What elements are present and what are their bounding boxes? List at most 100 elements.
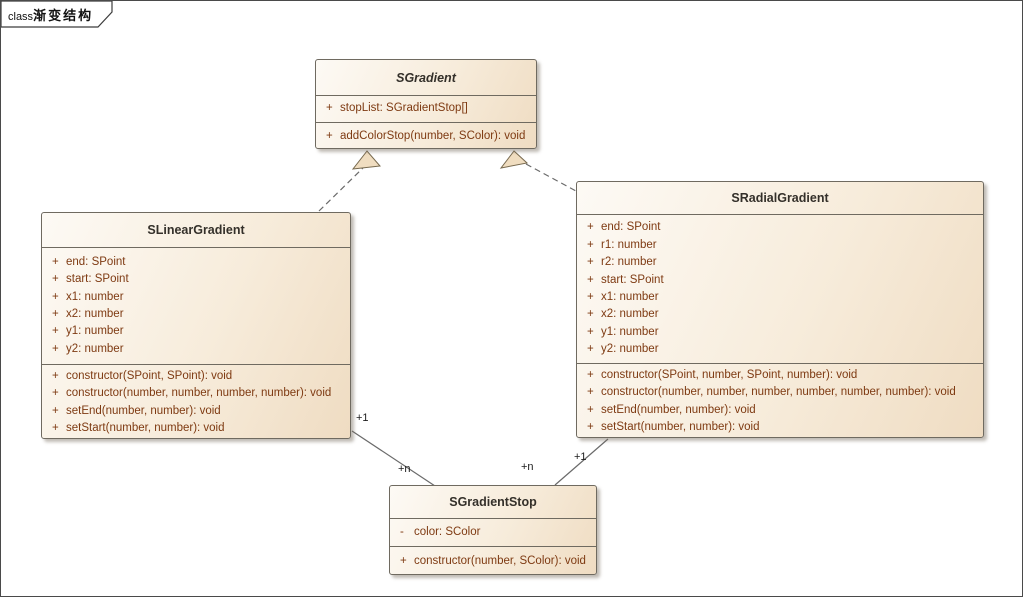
association-line-radial-stop[interactable] — [554, 438, 609, 486]
member-text: addColorStop(number, SColor): void — [340, 129, 526, 142]
member-text: x2: number — [601, 308, 659, 321]
attributes-compartment: +end: SPoint+r1: number+r2: number+start… — [577, 214, 983, 363]
class-member[interactable]: + start: SPoint — [42, 271, 350, 288]
class-box-sradialgradient[interactable]: SRadialGradient +end: SPoint+r1: number+… — [576, 181, 984, 438]
member-text: constructor(number, SColor): void — [414, 554, 586, 567]
class-member[interactable]: + x1: number — [42, 289, 350, 306]
class-title: SGradient — [396, 70, 456, 85]
class-member[interactable]: +end: SPoint — [42, 254, 350, 271]
visibility-marker: + — [52, 369, 59, 382]
visibility-marker: + — [587, 343, 594, 356]
class-member[interactable]: + setEnd(number, number): void — [577, 402, 983, 419]
visibility-marker: + — [587, 368, 594, 381]
member-text: x1: number — [66, 290, 124, 303]
visibility-marker: + — [587, 420, 594, 433]
class-member[interactable]: + constructor(number, number, number, num… — [42, 385, 350, 402]
visibility-marker: + — [52, 273, 59, 286]
visibility-marker: + — [587, 238, 594, 251]
class-title: SRadialGradient — [731, 191, 829, 205]
class-member[interactable]: + addColorStop(number, SColor): void — [316, 128, 536, 145]
member-text: stopList: SGradientStop[] — [340, 102, 468, 115]
generalization-arrow-icon[interactable] — [351, 150, 382, 170]
member-text: constructor(number, number, number, numb… — [66, 387, 332, 400]
methods-compartment: + addColorStop(number, SColor): void — [316, 122, 536, 150]
member-text: constructor(number, number, number, numb… — [601, 386, 956, 399]
class-member[interactable]: +setStart(number, number): void — [577, 419, 983, 436]
member-text: setStart(number, number): void — [66, 421, 225, 434]
class-member[interactable]: + start: SPoint — [577, 272, 983, 289]
attributes-compartment: -color: SColor — [390, 518, 596, 546]
attributes-compartment: +end: SPoint + start: SPoint + x1: number + x2… — [42, 247, 350, 364]
multiplicity-label: +n — [521, 461, 534, 473]
visibility-marker: + — [587, 256, 594, 269]
class-member[interactable]: +r2: number — [577, 254, 983, 271]
class-member[interactable]: + setStart(number, number): void — [42, 420, 350, 437]
member-text: y2: number — [66, 342, 124, 355]
visibility-marker: + — [52, 404, 59, 417]
member-text: start: SPoint — [601, 273, 664, 286]
class-member[interactable]: + y1: number — [42, 323, 350, 340]
visibility-marker: - — [400, 525, 404, 538]
generalization-line-linear[interactable] — [318, 167, 364, 212]
visibility-marker: + — [52, 421, 59, 434]
class-member[interactable]: + constructor(number, number, number, num… — [577, 384, 983, 401]
visibility-marker: + — [52, 387, 59, 400]
member-text: setEnd(number, number): void — [66, 404, 221, 417]
visibility-marker: + — [587, 221, 594, 234]
class-member[interactable]: + stopList: SGradientStop[] — [316, 100, 536, 117]
visibility-marker: + — [52, 290, 59, 303]
class-box-slineargradient[interactable]: SLinearGradient +end: SPoint + start: SPoi… — [41, 212, 351, 439]
member-text: color: SColor — [414, 525, 481, 538]
member-text: x2: number — [66, 308, 124, 320]
class-title: SLinearGradient — [147, 223, 245, 237]
visibility-marker: + — [587, 291, 594, 303]
frame-name: 渐变结构 — [33, 8, 94, 23]
class-member[interactable]: + r1: number — [577, 237, 983, 254]
frame-title: class渐变结构 — [8, 5, 93, 24]
class-title: SGradientStop — [449, 495, 537, 509]
visibility-marker: + — [587, 325, 594, 338]
member-text: constructor(SPoint, SPoint): void — [66, 369, 233, 382]
member-text: start: SPoint — [66, 273, 129, 286]
class-member[interactable]: +end: SPoint — [577, 219, 983, 236]
frame-label: class渐变结构 — [1, 1, 121, 29]
member-text: y1: number — [66, 325, 124, 338]
multiplicity-label: +1 — [356, 412, 369, 424]
methods-compartment: +constructor(SPoint, number, SPoint, num… — [577, 363, 983, 439]
frame-keyword: class — [8, 11, 34, 23]
attributes-compartment: + stopList: SGradientStop[] — [316, 95, 536, 122]
association-line-linear-stop[interactable] — [351, 430, 436, 487]
class-member[interactable]: + x2: number — [42, 306, 350, 323]
class-member[interactable]: + constructor(SPoint, SPoint): void — [42, 368, 350, 385]
frame-label-shape — [1, 1, 113, 28]
visibility-marker: + — [326, 102, 333, 115]
methods-compartment: + constructor(SPoint, SPoint): void + const… — [42, 364, 350, 440]
member-text: r1: number — [601, 238, 657, 251]
member-text: y1: number — [601, 325, 659, 338]
class-member[interactable]: + setEnd(number, number): void — [42, 403, 350, 420]
class-member[interactable]: +y2: number — [577, 341, 983, 358]
visibility-marker: + — [326, 129, 333, 142]
member-text: setEnd(number, number): void — [601, 403, 756, 416]
class-member[interactable]: + y1: number — [577, 324, 983, 341]
class-member[interactable]: +x2: number — [577, 306, 983, 323]
generalization-arrow-icon[interactable] — [499, 150, 529, 169]
multiplicity-label: +1 — [574, 451, 587, 463]
visibility-marker: + — [52, 325, 59, 338]
class-box-sgradient[interactable]: SGradient + stopList: SGradientStop[] + ad… — [315, 59, 537, 149]
visibility-marker: + — [587, 403, 594, 416]
visibility-marker: + — [52, 308, 59, 320]
class-member[interactable]: +y2: number — [42, 341, 350, 358]
class-member[interactable]: -color: SColor — [390, 524, 596, 541]
class-member[interactable]: + constructor(number, SColor): void — [390, 553, 596, 570]
multiplicity-label: +n — [398, 463, 411, 475]
visibility-marker: + — [587, 273, 594, 286]
class-member[interactable]: +constructor(SPoint, number, SPoint, num… — [577, 367, 983, 384]
class-member[interactable]: +x1: number — [577, 289, 983, 306]
class-box-sgradientstop[interactable]: SGradientStop -color: SColor + constructo… — [389, 485, 597, 575]
visibility-marker: + — [400, 554, 407, 567]
generalization-line-radial[interactable] — [525, 163, 577, 192]
visibility-marker: + — [587, 386, 594, 399]
